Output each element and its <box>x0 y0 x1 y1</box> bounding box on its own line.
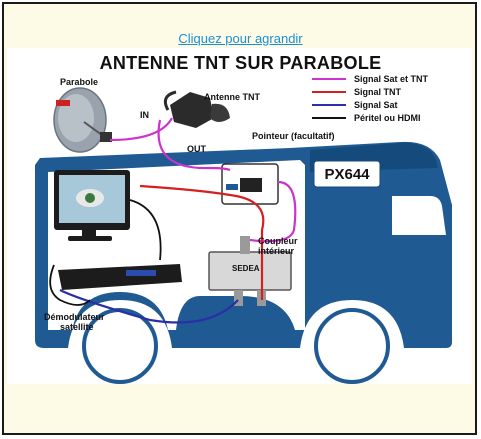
plate-text: PX644 <box>324 166 370 183</box>
legend-sat: Signal Sat <box>354 100 398 110</box>
legend-tnt: Signal TNT <box>354 87 401 97</box>
label-antenne-tnt: Antenne TNT <box>204 92 260 102</box>
label-parabole: Parabole <box>60 77 98 87</box>
label-out: OUT <box>187 144 206 154</box>
legend-hdmi: Péritel ou HDMI <box>354 113 421 123</box>
label-in: IN <box>140 110 149 120</box>
cable-sat-tnt-1 <box>110 118 172 140</box>
label-satellite: satellite <box>60 322 94 332</box>
wheel-front <box>316 310 388 382</box>
vehicle-window <box>392 196 446 235</box>
label-coupleur: Coupleur <box>258 236 298 246</box>
label-pointeur: Pointeur (facultatif) <box>252 131 335 141</box>
label-demodulateur: Démodulateur <box>44 312 105 322</box>
coupler-brand: SEDEA <box>232 264 260 273</box>
legend-sat-tnt: Signal Sat et TNT <box>354 74 428 84</box>
label-interieur: intérieur <box>258 246 294 256</box>
